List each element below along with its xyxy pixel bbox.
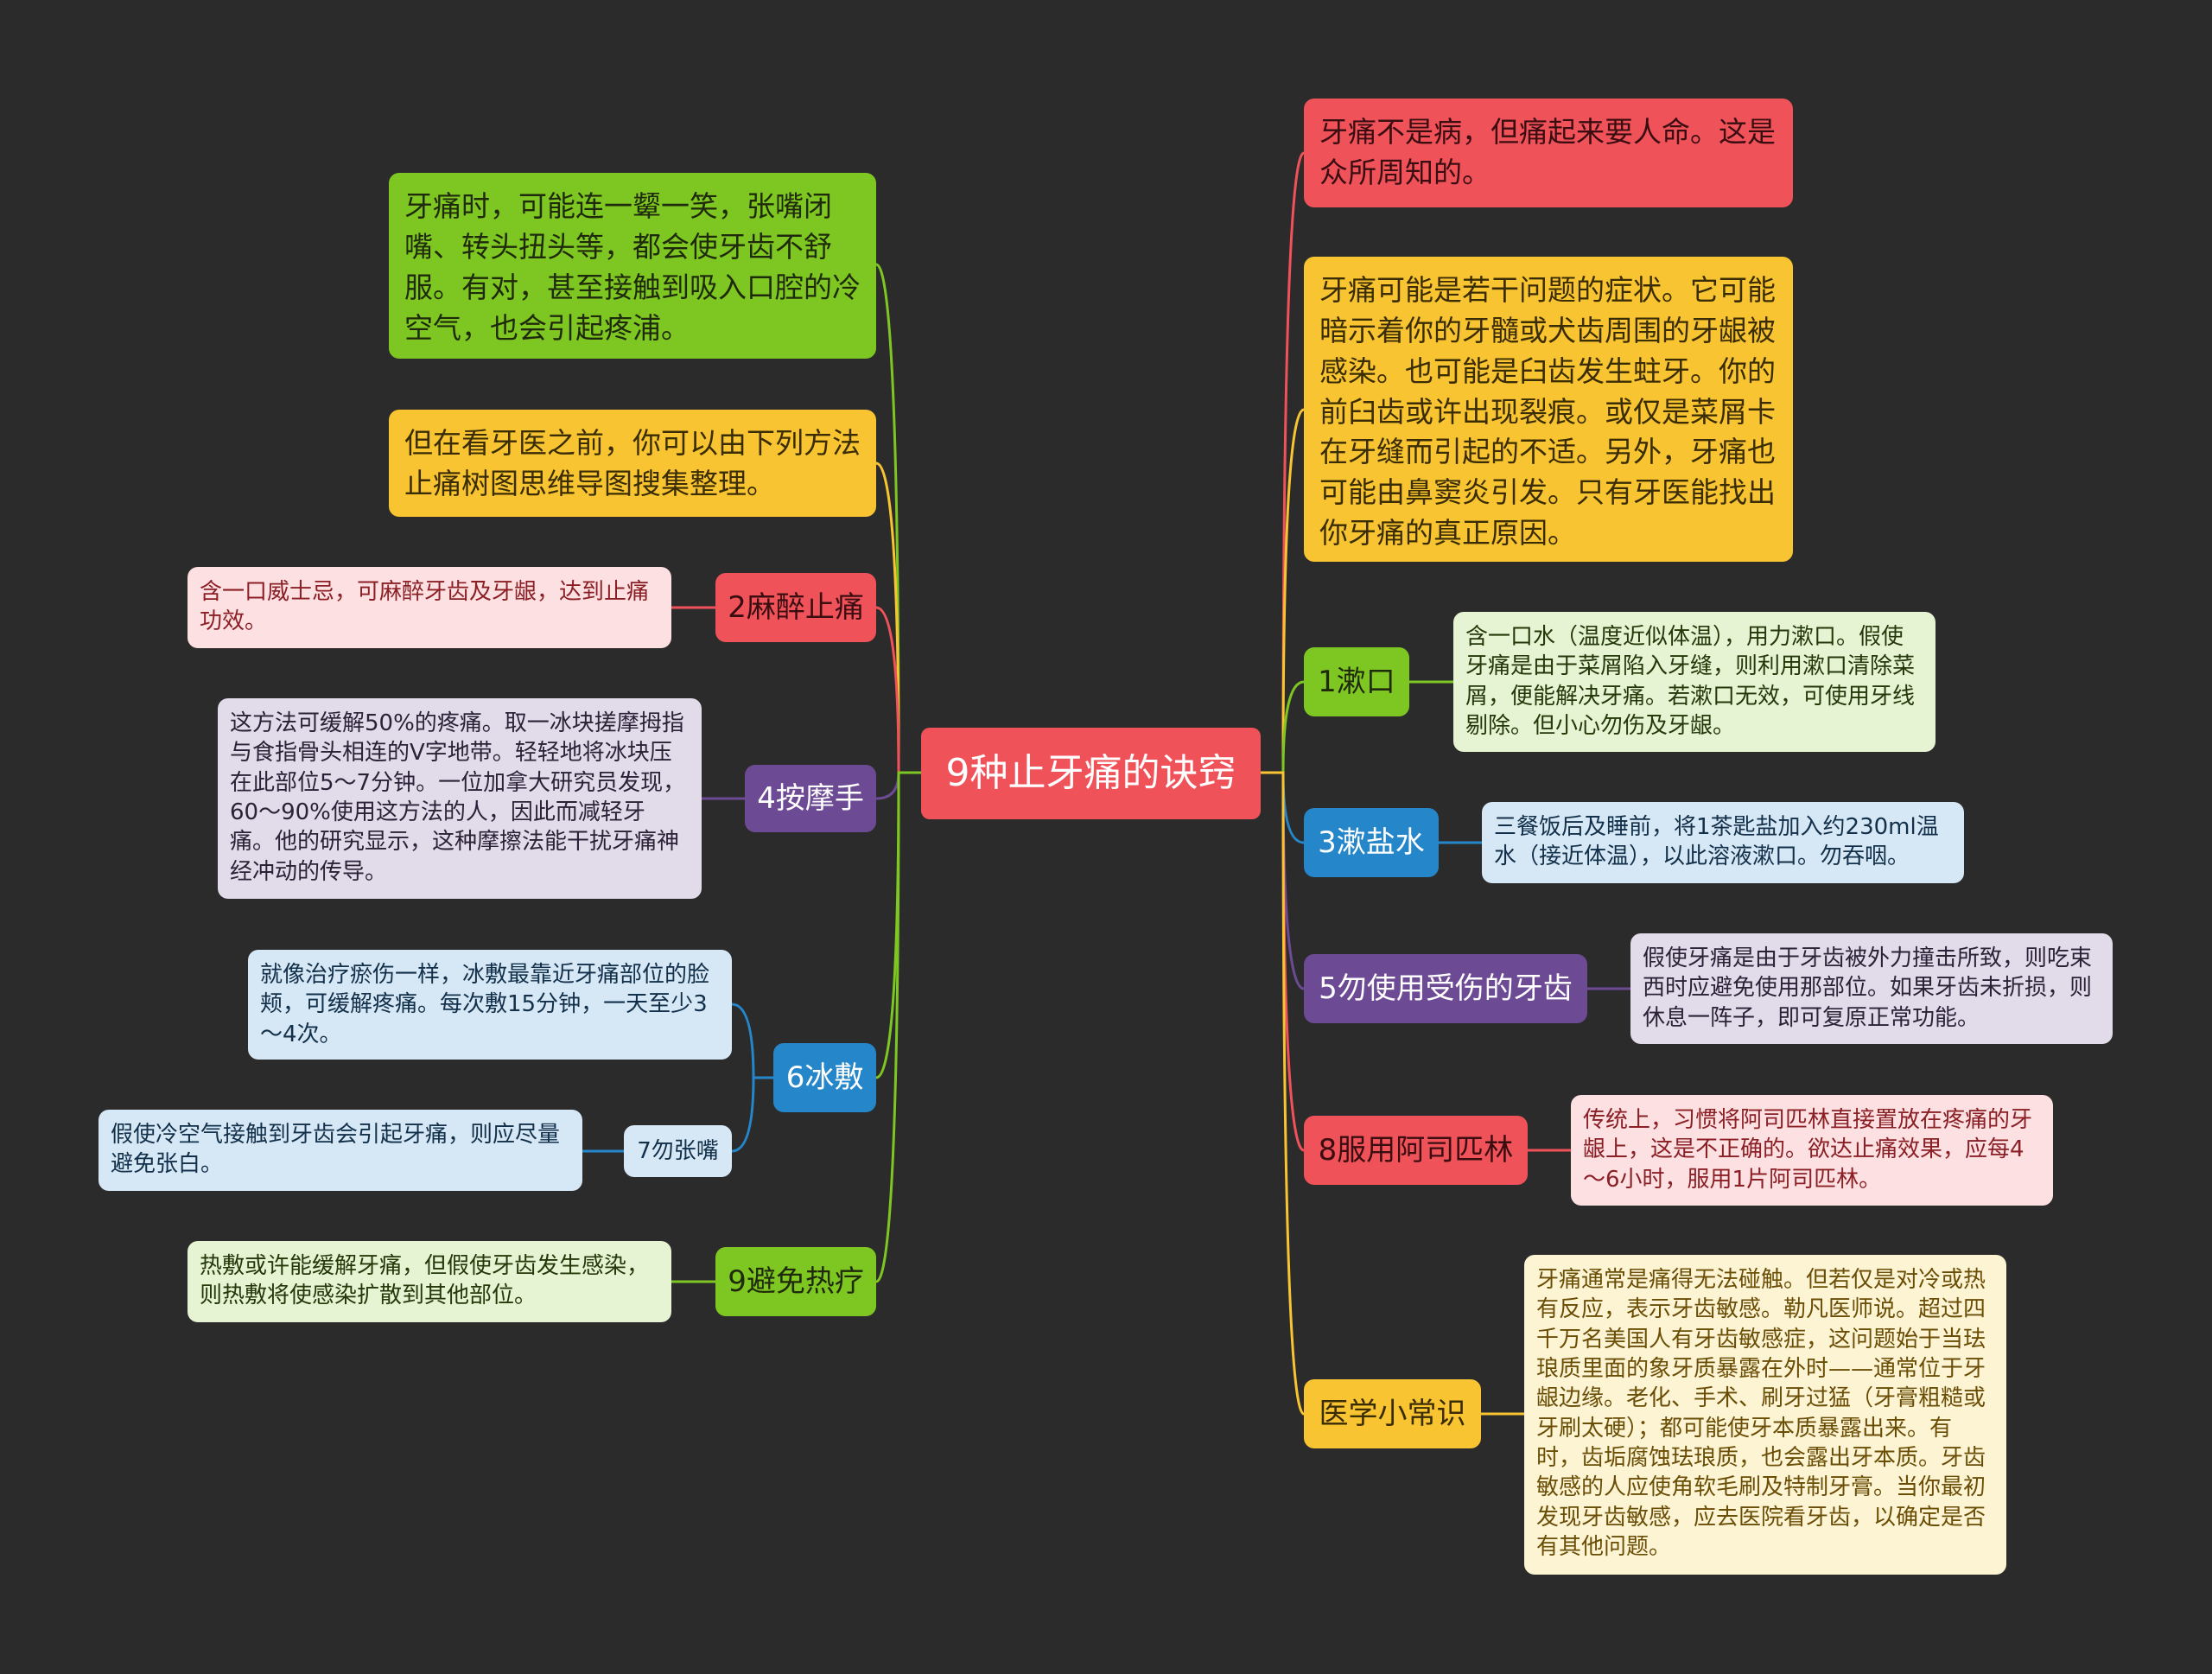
branch-medical-tips-detail[interactable]: 牙痛通常是痛得无法碰触。但若仅是对冷或热有反应，表示牙齿敏感。勒凡医师说。超过四… [1524, 1255, 2006, 1575]
branch-4-hand-massage[interactable]: 4按摩手 [745, 765, 876, 832]
right-intro-node-2[interactable]: 牙痛可能是若干问题的症状。它可能暗示着你的牙髓或犬齿周围的牙龈被感染。也可能是臼… [1304, 257, 1793, 562]
branch-9-detail[interactable]: 热敷或许能缓解牙痛，但假使牙齿发生感染，则热敷将使感染扩散到其他部位。 [188, 1241, 671, 1322]
branch-5-avoid-injured-tooth[interactable]: 5勿使用受伤的牙齿 [1304, 954, 1587, 1023]
link-right-intro2 [1261, 408, 1305, 774]
right-intro-node-1[interactable]: 牙痛不是病，但痛起来要人命。这是众所周知的。 [1304, 99, 1793, 207]
branch-7-keep-mouth-closed[interactable]: 7勿张嘴 [624, 1125, 732, 1177]
branch-6-detail[interactable]: 就像治疗瘀伤一样，冰敷最靠近牙痛部位的脸颊，可缓解疼痛。每次敷15分钟，一天至少… [248, 950, 732, 1060]
branch-7-detail[interactable]: 假使冷空气接触到牙齿会引起牙痛，则应尽量避免张白。 [99, 1110, 582, 1191]
link-tips [1261, 771, 1305, 1416]
branch-2-detail[interactable]: 含一口威士忌，可麻醉牙齿及牙龈，达到止痛功效。 [188, 567, 671, 648]
branch-8-aspirin[interactable]: 8服用阿司匹林 [1304, 1116, 1528, 1185]
central-topic[interactable]: 9种止牙痛的诀窍 [921, 728, 1261, 819]
branch-5-detail[interactable]: 假使牙痛是由于牙齿被外力撞击所致，则吃束西时应避免使用那部位。如果牙齿未折损，则… [1630, 933, 2113, 1044]
link-b2 [875, 606, 921, 774]
link-b1 [1261, 680, 1305, 774]
branch-3-salt-water[interactable]: 3漱盐水 [1304, 808, 1439, 877]
branch-6-ice-pack[interactable]: 6冰敷 [773, 1043, 876, 1112]
link-b7 [731, 1076, 773, 1153]
branch-2-anesthesia[interactable]: 2麻醉止痛 [715, 573, 876, 642]
branch-3-detail[interactable]: 三餐饭后及睡前，将1茶匙盐加入约230ml温水（接近体温），以此溶液漱口。勿吞咽… [1482, 802, 1964, 883]
branch-1-rinse[interactable]: 1漱口 [1304, 647, 1409, 716]
left-intro-node-2[interactable]: 但在看牙医之前，你可以由下列方法止痛树图思维导图搜集整理。 [389, 410, 876, 517]
branch-8-detail[interactable]: 传统上，习惯将阿司匹林直接置放在疼痛的牙龈上，这是不正确的。欲达止痛效果，应每4… [1571, 1095, 2053, 1206]
branch-medical-tips[interactable]: 医学小常识 [1304, 1379, 1481, 1448]
branch-9-avoid-heat[interactable]: 9避免热疗 [715, 1247, 876, 1316]
left-intro-node-1[interactable]: 牙痛时，可能连一颦一笑，张嘴闭嘴、转头扭头等，都会使牙齿不舒服。有对，甚至接触到… [389, 173, 876, 359]
branch-4-detail[interactable]: 这方法可缓解50%的疼痛。取一冰块搓摩拇指与食指骨头相连的V字地带。轻轻地将冰块… [218, 698, 702, 899]
branch-1-detail[interactable]: 含一口水（温度近似体温），用力漱口。假使牙痛是由于菜屑陷入牙缝，则利用漱口清除菜… [1453, 612, 1936, 752]
link-b6-detail [731, 1002, 773, 1079]
link-b9 [875, 771, 921, 1283]
